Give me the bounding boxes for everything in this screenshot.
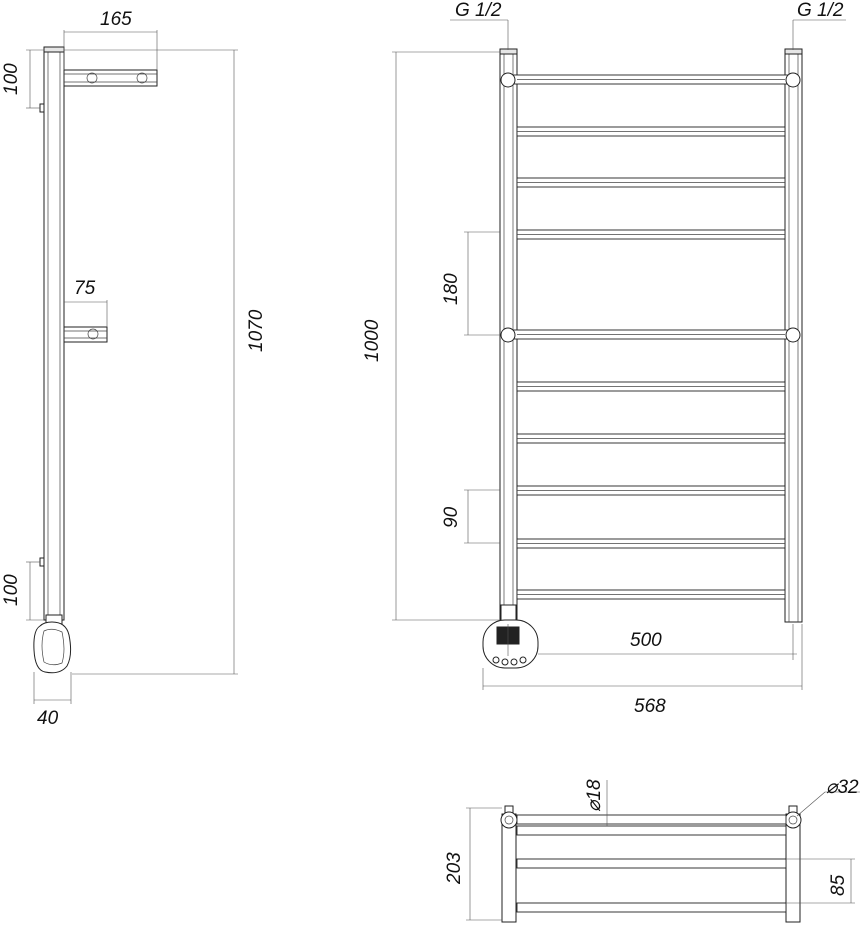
heater-control-unit [482, 604, 539, 669]
thread-label-right: G 1/2 [797, 0, 844, 21]
dim-bracket-depth: 165 [100, 9, 132, 30]
front-view: G 1/2 G 1/2 1000 180 90 500 568 [362, 0, 846, 717]
dim-upper-gap: 180 [441, 273, 462, 305]
side-post-cap [43, 46, 65, 53]
thread-label-left: G 1/2 [455, 0, 502, 21]
top-bar-3 [516, 858, 787, 869]
dim-heater-width: 40 [37, 708, 59, 729]
side-heater [33, 614, 72, 674]
dim-mid-bracket-depth: 75 [74, 278, 96, 299]
top-left-end [500, 811, 518, 829]
top-view: ⌀18 ⌀32 203 85 [444, 777, 860, 923]
dim-total-height: 1070 [246, 309, 267, 352]
mount-point-top-left [500, 72, 516, 88]
top-left-post [501, 813, 517, 923]
mid-wall-bracket [63, 326, 108, 343]
dim-shelf-pitch: 85 [828, 874, 849, 896]
top-right-post [785, 813, 801, 923]
dim-height: 1000 [362, 319, 383, 362]
mount-point-mid-left [500, 327, 516, 343]
front-rungs [507, 74, 794, 600]
dim-post-diameter: ⌀32 [826, 777, 859, 798]
top-wall-bracket [63, 69, 158, 87]
dim-bottom-offset: 100 [1, 574, 22, 606]
side-post [43, 49, 65, 621]
dim-lower-gap: 90 [441, 506, 462, 528]
top-bar-1 [516, 814, 787, 825]
mount-point-top-right [785, 72, 801, 88]
dim-rung-diameter: ⌀18 [584, 779, 605, 812]
heater-button-4 [519, 656, 527, 664]
dim-depth: 203 [444, 852, 465, 885]
heater-button-2 [501, 658, 509, 666]
heater-button-3 [510, 658, 518, 666]
mount-point-mid-right [785, 327, 801, 343]
side-view: 165 100 75 1070 100 40 [1, 9, 267, 729]
top-bar-2 [516, 825, 787, 836]
heater-button-1 [492, 656, 500, 664]
dim-axis-width: 500 [630, 630, 662, 651]
dim-top-offset: 100 [1, 63, 22, 95]
dim-total-width: 568 [634, 696, 666, 717]
top-bar-4 [516, 902, 787, 913]
